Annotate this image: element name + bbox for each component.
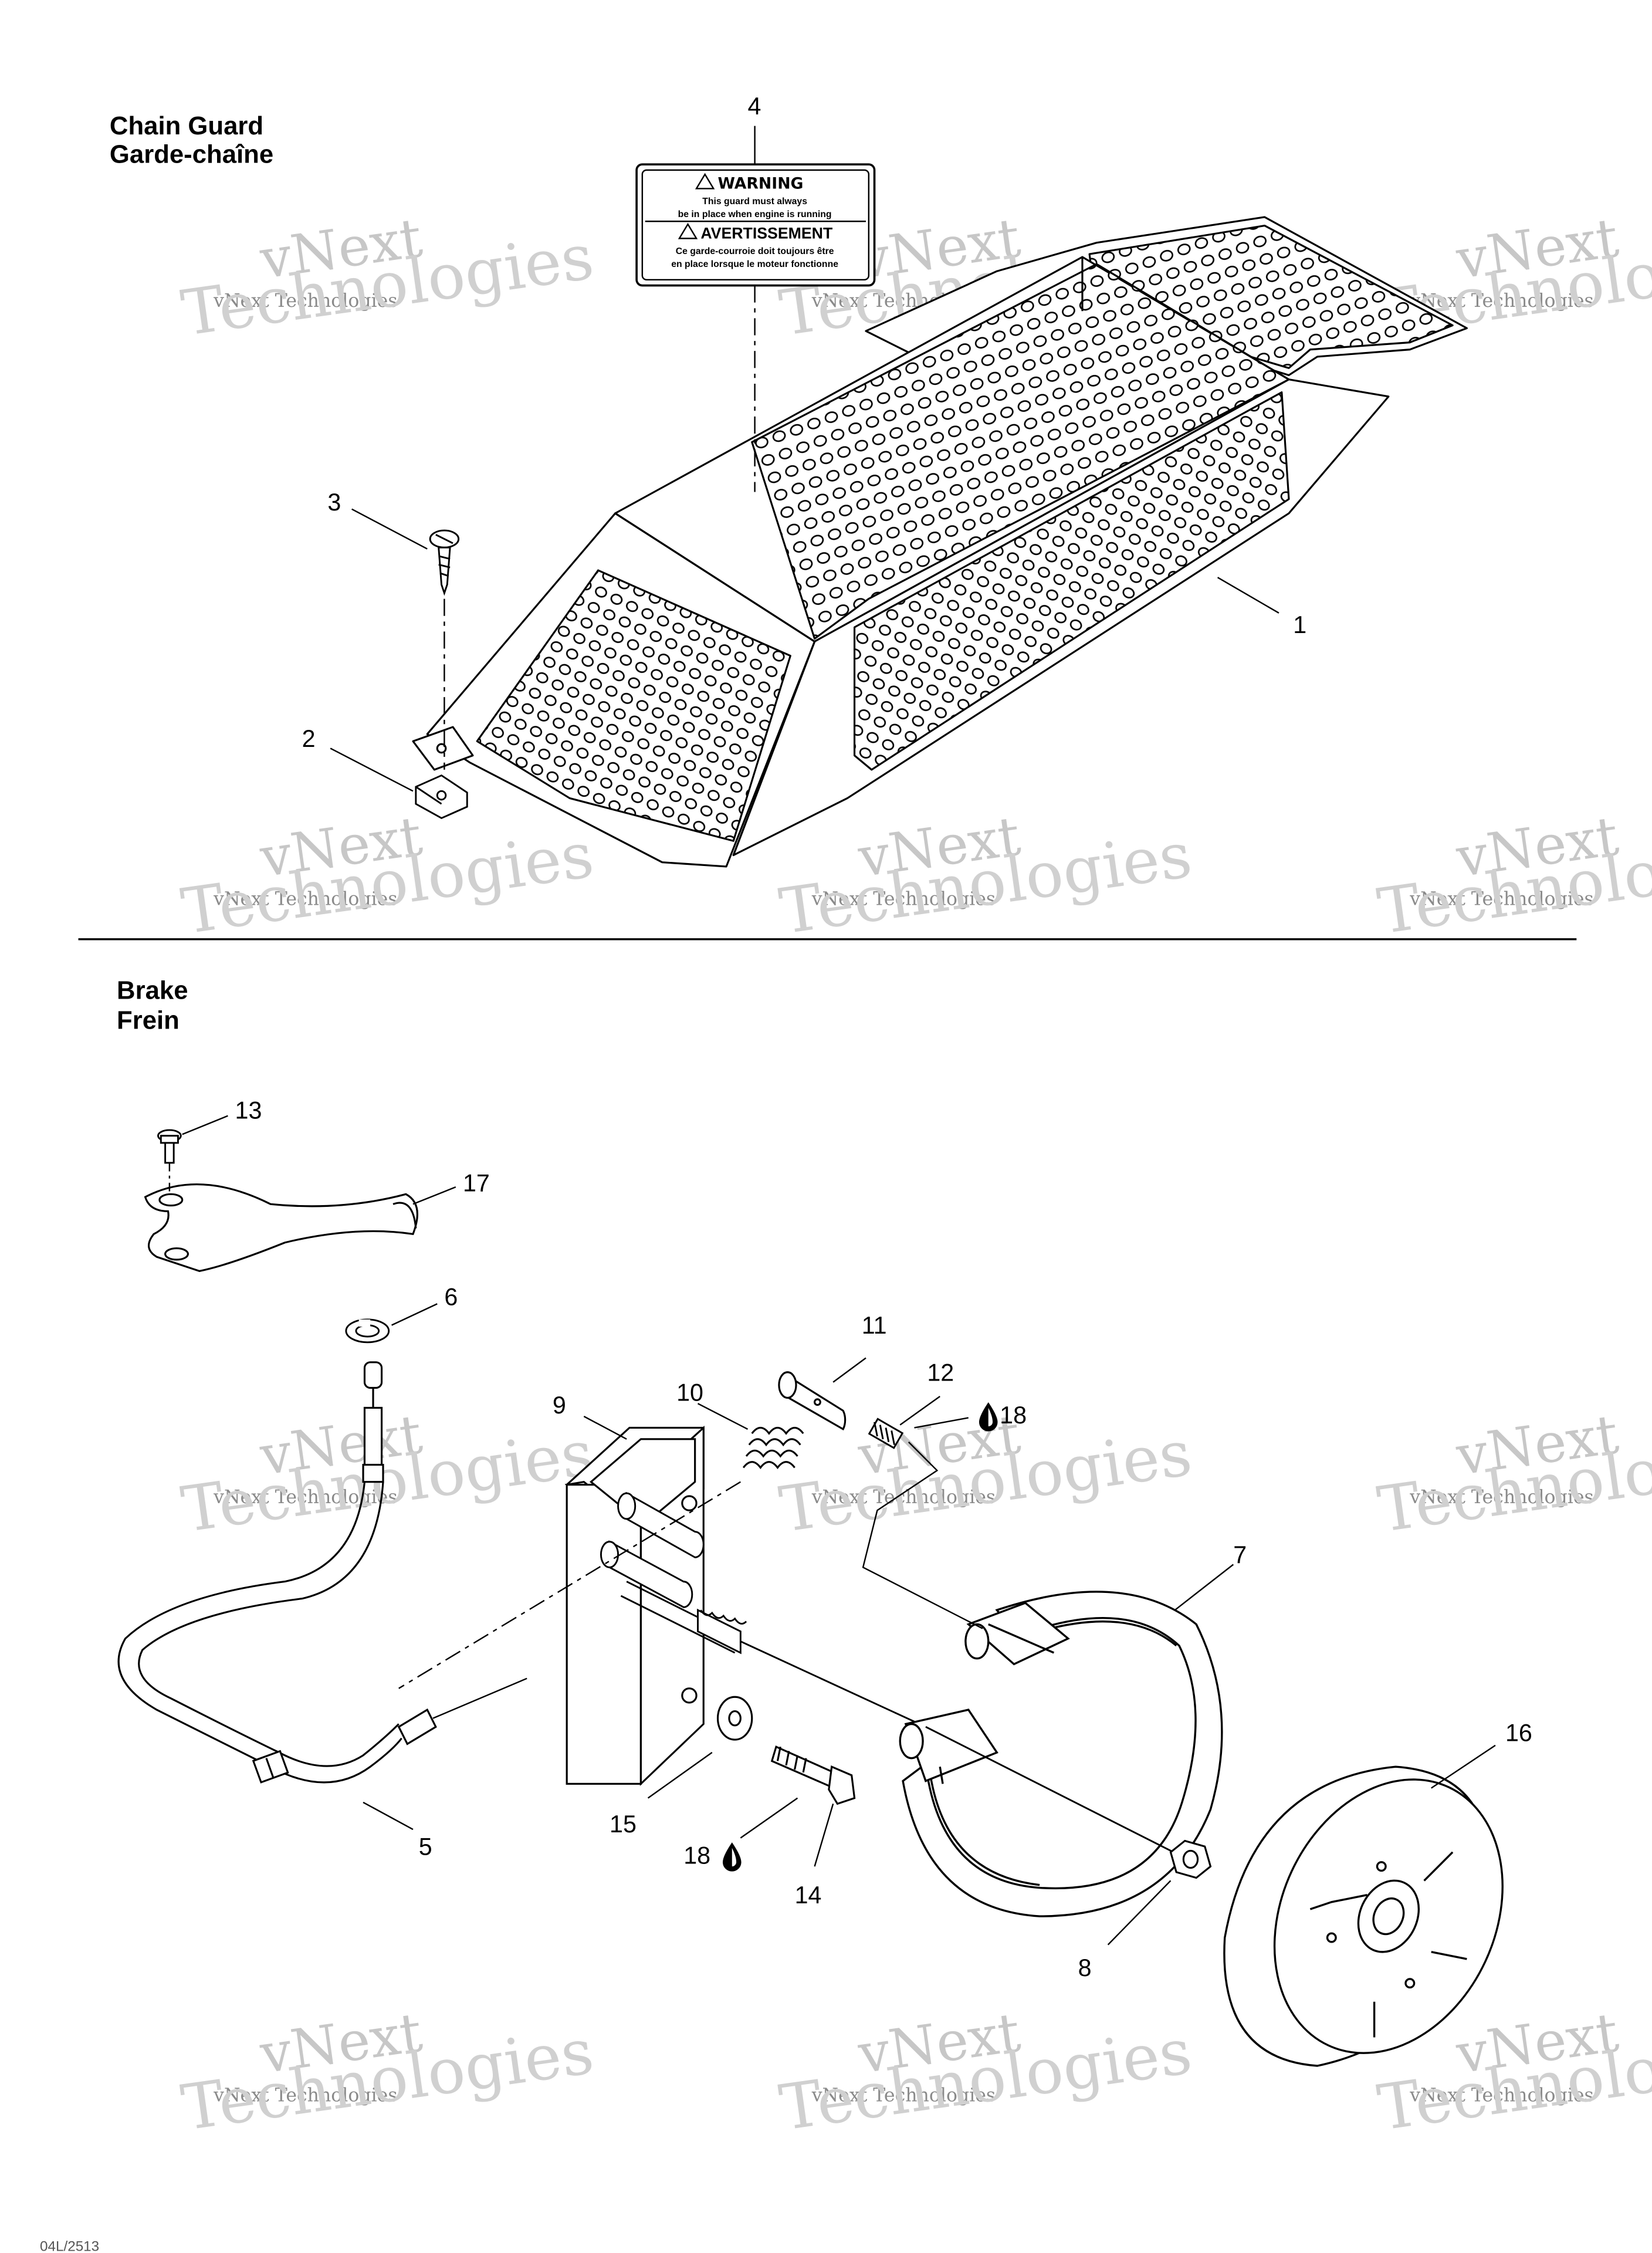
clip-nut-part-2 [415, 774, 468, 820]
footer-code: 04L/2513 [40, 2239, 99, 2253]
callout-16: 16 [1505, 1720, 1532, 1747]
svg-text:vNext Technologies: vNext Technologies [213, 1487, 397, 1508]
nut-part-8 [1169, 1839, 1212, 1879]
chain-guard-assembly [412, 216, 1468, 868]
warning-triangle-icon [678, 222, 698, 239]
band-rod [925, 1726, 1180, 1856]
brake-lever-part-17 [144, 1183, 418, 1273]
chain-guard-leaders [330, 126, 1279, 792]
callout-2: 2 [302, 725, 316, 752]
watermark: vNext vNext Technologies Technologies [177, 804, 598, 948]
set-screw-part-12 [868, 1418, 904, 1449]
oil-drop-icon [979, 1402, 998, 1432]
warning-line1-fr: Ce garde-courroie doit toujours être [676, 246, 834, 256]
spring-part-10 [742, 1426, 804, 1470]
warning-line2-fr: en place lorsque le moteur fonctionne [671, 259, 838, 269]
watermark: vNext vNext Technologies Technologies [1373, 804, 1652, 948]
callout-9: 9 [553, 1392, 566, 1419]
callout-15: 15 [610, 1811, 637, 1838]
callout-4: 4 [747, 93, 761, 120]
warning-triangle-icon [695, 172, 715, 190]
guard-side-face-holes [853, 391, 1290, 771]
brake-cable-part-5 [117, 1361, 527, 1784]
callout-8: 8 [1078, 1954, 1092, 1981]
callout-6: 6 [444, 1284, 458, 1311]
adjust-rod [620, 1581, 926, 1728]
bolt-part-14 [770, 1745, 856, 1805]
svg-text:vNext Technologies: vNext Technologies [811, 1487, 996, 1508]
svg-text:vNext Technologies: vNext Technologies [811, 889, 996, 910]
callout-18-top: 18 [1000, 1402, 1027, 1429]
watermark: vNext vNext Technologies Technologies [177, 1402, 598, 1547]
watermark: vNext vNext Technologies Technologies [776, 2000, 1196, 2144]
pin-bracket [600, 1491, 705, 1608]
callout-18-bottom: 18 [683, 1842, 710, 1869]
brake-title-en: Brake [117, 976, 188, 1005]
warning-line2-en: be in place when engine is running [678, 209, 832, 219]
svg-text:vNext Technologies: vNext Technologies [1409, 889, 1593, 910]
guard-top-face-holes [751, 263, 1290, 640]
screw-part-3 [429, 529, 460, 596]
guard-edge [614, 512, 815, 642]
callout-12: 12 [927, 1359, 954, 1386]
callout-13: 13 [235, 1097, 262, 1124]
chain-guard-title-fr: Garde-chaîne [110, 140, 273, 169]
chain-guard-title-en: Chain Guard [110, 111, 263, 140]
guard-edge [732, 641, 816, 856]
callout-1: 1 [1293, 611, 1306, 638]
svg-text:vNext Technologies: vNext Technologies [213, 2085, 397, 2106]
warning-decal: WARNING This guard must always be in pla… [635, 163, 876, 287]
guard-front-face-holes [476, 569, 791, 842]
watermark: vNext vNext Technologies Technologies [1373, 1402, 1652, 1547]
washer-part-15 [716, 1696, 753, 1741]
callout-11: 11 [862, 1312, 887, 1339]
svg-text:vNext Technologies: vNext Technologies [1409, 290, 1593, 312]
svg-text:vNext Technologies: vNext Technologies [811, 2085, 996, 2106]
brake-drum-part-16 [1223, 1765, 1504, 2067]
svg-text:vNext Technologies: vNext Technologies [213, 889, 397, 910]
e-clip-part-6 [345, 1318, 390, 1344]
sleeve-part-11 [778, 1371, 847, 1431]
callout-7: 7 [1233, 1541, 1247, 1568]
callout-17: 17 [463, 1169, 490, 1196]
warning-line1-en: This guard must always [702, 197, 807, 207]
oil-drop-icon [722, 1842, 742, 1872]
watermark: vNext vNext Technologies Technologies [177, 2000, 598, 2144]
callout-5: 5 [419, 1833, 432, 1860]
watermark: vNext vNext Technologies Technologies [776, 804, 1196, 948]
bolt-part-13 [157, 1129, 182, 1164]
svg-text:vNext Technologies: vNext Technologies [213, 290, 397, 312]
warning-heading-en: WARNING [718, 174, 804, 192]
callout-14: 14 [795, 1882, 822, 1909]
brake-band-part-7 [899, 1591, 1223, 1917]
callout-10: 10 [676, 1379, 703, 1406]
watermark: vNext vNext Technologies Technologies [177, 206, 598, 350]
brake-title-fr: Frein [117, 1006, 180, 1035]
brake-leaders [168, 1115, 1496, 1946]
callout-3: 3 [327, 489, 341, 516]
svg-text:vNext Technologies: vNext Technologies [1409, 1487, 1593, 1508]
warning-heading-fr: AVERTISSEMENT [700, 224, 833, 242]
svg-text:vNext Technologies: vNext Technologies [1409, 2085, 1593, 2106]
